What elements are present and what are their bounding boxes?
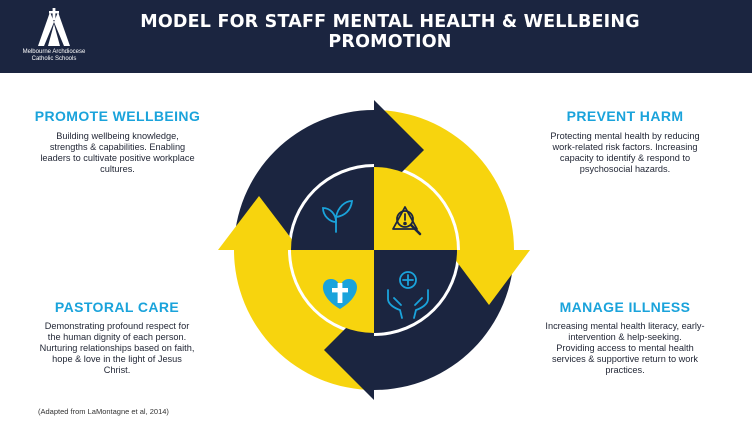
arrowhead-left bbox=[218, 196, 300, 250]
pastoral-line: the human dignity of each person. bbox=[47, 332, 187, 342]
prevent-description: Protecting mental health by reducing wor… bbox=[535, 131, 715, 175]
promote-description: Building wellbeing knowledge, strengths … bbox=[30, 131, 205, 175]
manage-line: practices. bbox=[605, 365, 645, 375]
prevent-line: work-related risk factors. Increasing bbox=[552, 142, 698, 152]
promote-line: Building wellbeing knowledge, bbox=[56, 131, 179, 141]
promote-line: cultures. bbox=[100, 164, 135, 174]
manage-line: services & supportive return to work bbox=[551, 354, 699, 364]
pastoral-line: hope & love in the light of Jesus bbox=[52, 354, 182, 364]
sprout-icon bbox=[322, 200, 354, 233]
quadrant-promote[interactable] bbox=[291, 167, 374, 250]
prevent-line: psychosocial hazards. bbox=[579, 164, 671, 174]
warning-magnifier-icon bbox=[392, 206, 422, 236]
prevent-heading: PREVENT HARM bbox=[566, 108, 684, 124]
prevent-line: capacity to identify & respond to bbox=[559, 153, 691, 163]
manage-description: Increasing mental health literacy, early… bbox=[530, 321, 720, 376]
header-bar: Melbourne Archdiocese Catholic Schools M… bbox=[0, 0, 752, 73]
title-line-2: PROMOTION bbox=[328, 32, 452, 52]
heart-cross-icon bbox=[322, 279, 358, 309]
source-footnote: (Adapted from LaMontagne et al, 2014) bbox=[38, 407, 169, 416]
logo-line-2: Catholic Schools bbox=[31, 56, 77, 62]
manage-line: Increasing mental health literacy, early… bbox=[545, 321, 705, 331]
logo-line-1: Melbourne Archdiocese bbox=[22, 49, 86, 55]
manage-line: Providing access to mental health bbox=[556, 343, 694, 353]
promote-heading: PROMOTE WELLBEING bbox=[34, 108, 201, 124]
pastoral-line: Christ. bbox=[103, 365, 131, 375]
hands-medical-icon bbox=[387, 271, 429, 319]
page-title: MODEL FOR STAFF MENTAL HEALTH & WELLBEIN… bbox=[120, 12, 660, 52]
mac-logo: Melbourne Archdiocese Catholic Schools bbox=[14, 6, 94, 68]
logo-mark-icon bbox=[38, 8, 70, 46]
manage-line: intervention & help-seeking. bbox=[568, 332, 682, 342]
pastoral-line: Demonstrating profound respect for bbox=[44, 321, 190, 331]
prevent-line: Protecting mental health by reducing bbox=[550, 131, 700, 141]
promote-line: strengths & capabilities. Enabling bbox=[49, 142, 186, 152]
quadrant-manage[interactable] bbox=[374, 250, 457, 333]
manage-heading: MANAGE ILLNESS bbox=[559, 299, 691, 315]
pastoral-heading: PASTORAL CARE bbox=[54, 299, 180, 315]
promote-line: leaders to cultivate positive workplace bbox=[40, 153, 195, 163]
pastoral-description: Demonstrating profound respect for the h… bbox=[22, 321, 212, 376]
arrowhead-right bbox=[448, 250, 530, 305]
pastoral-line: Nurturing relationships based on faith, bbox=[39, 343, 195, 353]
title-line-1: MODEL FOR STAFF MENTAL HEALTH & WELLBEIN… bbox=[140, 12, 640, 32]
